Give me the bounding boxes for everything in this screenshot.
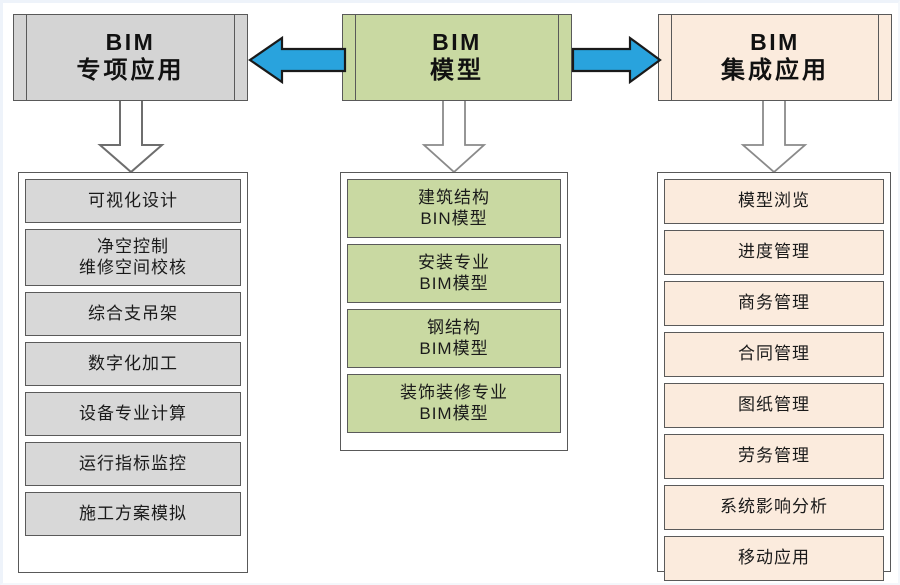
list-item-label: 钢结构 (427, 317, 481, 337)
list-item-label: 综合支吊架 (88, 303, 178, 323)
list-item[interactable]: 移动应用 (664, 536, 884, 581)
list-item-label: 运行指标监控 (79, 453, 187, 473)
list-item[interactable]: 合同管理 (664, 332, 884, 377)
list-item[interactable]: 系统影响分析 (664, 485, 884, 530)
list-item-label: 移动应用 (738, 548, 810, 568)
list-item[interactable]: 净空控制维修空间校核 (25, 229, 241, 286)
process-edge-right-icon (558, 15, 559, 100)
list-item-label: 维修空间校核 (79, 257, 187, 277)
list-item-label: 商务管理 (738, 293, 810, 313)
process-edge-left-icon (355, 15, 356, 100)
header-title-line2: 专项应用 (76, 57, 185, 85)
list-item-label: 建筑结构 (418, 187, 490, 207)
list-item-label: 进度管理 (738, 242, 810, 262)
header-title-line2: 集成应用 (721, 57, 829, 85)
list-item[interactable]: 运行指标监控 (25, 442, 241, 486)
header-title-line1: BIM (105, 28, 156, 55)
header-title-line1: BIM (432, 28, 482, 55)
list-item[interactable]: 商务管理 (664, 281, 884, 326)
header-title-line2: 模型 (430, 57, 484, 85)
list-item[interactable]: 劳务管理 (664, 434, 884, 479)
process-edge-right-icon (878, 15, 879, 100)
list-item-label: BIM模型 (419, 338, 489, 358)
header-box-special-application[interactable]: BIM 专项应用 (13, 14, 248, 101)
process-edge-left-icon (26, 15, 27, 100)
list-item-label: 合同管理 (738, 344, 810, 364)
list-item[interactable]: 施工方案模拟 (25, 492, 241, 536)
column-integrated-application: 模型浏览进度管理商务管理合同管理图纸管理劳务管理系统影响分析移动应用 (657, 172, 891, 581)
process-edge-left-icon (671, 15, 672, 100)
list-item[interactable]: 综合支吊架 (25, 292, 241, 336)
list-item-label: 安装专业 (418, 252, 490, 272)
list-item[interactable]: 设备专业计算 (25, 392, 241, 436)
list-item[interactable]: 图纸管理 (664, 383, 884, 428)
list-item[interactable]: 进度管理 (664, 230, 884, 275)
arrow-special-down-icon (97, 101, 165, 174)
arrow-integrated-down-icon (740, 101, 808, 174)
list-item-label: 净空控制 (97, 236, 169, 256)
list-item-label: BIN模型 (420, 208, 488, 228)
list-item-label: 可视化设计 (88, 190, 178, 210)
list-item-label: BIM模型 (419, 273, 489, 293)
list-item-label: 数字化加工 (88, 353, 178, 373)
arrow-model-down-icon (421, 101, 487, 174)
list-item-label: 模型浏览 (738, 191, 810, 211)
list-item-label: 装饰装修专业 (400, 382, 508, 402)
process-edge-right-icon (234, 15, 235, 100)
column-special-application: 可视化设计净空控制维修空间校核综合支吊架数字化加工设备专业计算运行指标监控施工方… (18, 172, 248, 573)
list-item-label: 施工方案模拟 (79, 503, 187, 523)
header-box-integrated-application[interactable]: BIM 集成应用 (658, 14, 892, 101)
list-item-label: 图纸管理 (738, 395, 810, 415)
arrow-model-to-special-icon (248, 35, 347, 85)
list-item-label: 劳务管理 (738, 446, 810, 466)
list-item[interactable]: 数字化加工 (25, 342, 241, 386)
arrow-model-to-integrated-icon (571, 35, 662, 85)
list-item-label: 设备专业计算 (79, 403, 187, 423)
list-item[interactable]: 可视化设计 (25, 179, 241, 223)
list-item[interactable]: 模型浏览 (664, 179, 884, 224)
list-item-label: BIM模型 (419, 403, 489, 423)
list-item-label: 系统影响分析 (720, 497, 828, 517)
header-box-bim-model[interactable]: BIM 模型 (342, 14, 572, 101)
header-title-line1: BIM (750, 28, 800, 55)
